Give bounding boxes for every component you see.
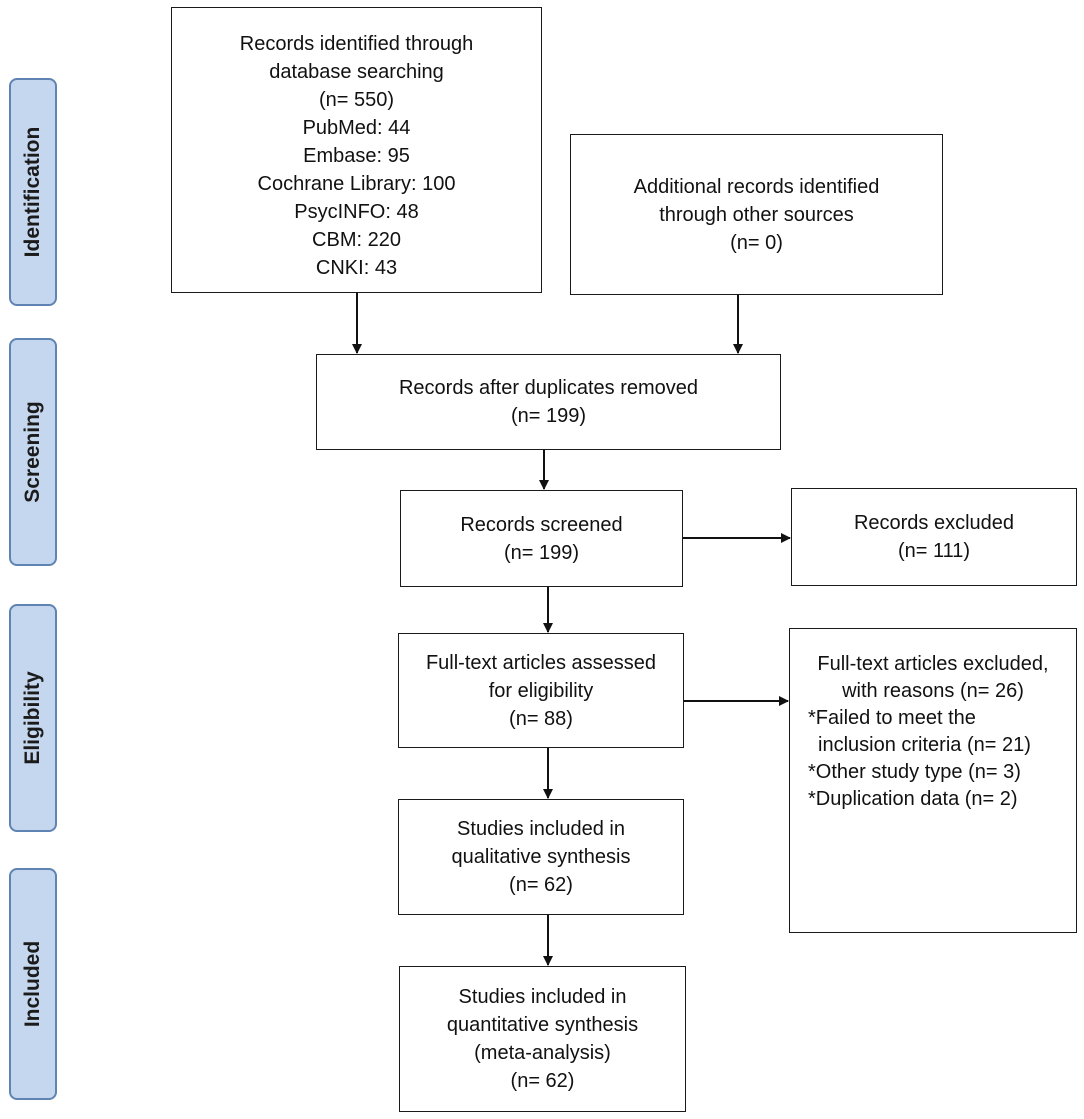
database-records-line: Records identified through <box>239 33 474 55</box>
quantitative-synthesis-line: quantitative synthesis <box>446 1014 639 1036</box>
exclusion-reason: *Failed to meet the <box>808 707 976 729</box>
database-records-count: (n= 550) <box>318 89 395 111</box>
records-screened-count: (n= 199) <box>503 541 580 564</box>
phase-screening: Screening <box>9 338 57 566</box>
fulltext-assessed-box: Full-text articles assessed for eligibil… <box>398 633 684 748</box>
additional-records-line: through other sources <box>659 203 854 226</box>
additional-records-line: Additional records identified <box>633 175 880 198</box>
source-cochrane: Cochrane Library: 100 <box>257 173 456 195</box>
database-records-line: database searching <box>269 61 444 83</box>
exclusion-reason: *Other study type (n= 3) <box>808 761 1021 783</box>
exclusion-reason: *Duplication data (n= 2) <box>808 788 1018 810</box>
fulltext-excluded-heading: with reasons (n= 26) <box>842 680 1024 702</box>
phase-included: Included <box>9 868 57 1100</box>
fulltext-assessed-line: for eligibility <box>488 679 594 702</box>
fulltext-assessed-count: (n= 88) <box>509 707 573 730</box>
quantitative-synthesis-box: Studies included in quantitative synthes… <box>399 966 686 1112</box>
additional-records-count: (n= 0) <box>730 231 783 254</box>
phase-eligibility: Eligibility <box>9 604 57 832</box>
quantitative-synthesis-line: (meta-analysis) <box>474 1042 611 1064</box>
quantitative-synthesis-count: (n= 62) <box>510 1070 575 1092</box>
phase-identification: Identification <box>9 78 57 306</box>
records-excluded-line: Records excluded <box>853 512 1015 534</box>
fulltext-excluded-heading: Full-text articles excluded, <box>817 653 1049 675</box>
records-excluded-count: (n= 111) <box>897 540 971 562</box>
additional-records-box: Additional records identified through ot… <box>570 134 943 295</box>
records-screened-box: Records screened (n= 199) <box>400 490 683 587</box>
qualitative-synthesis-line: Studies included in <box>457 818 625 840</box>
after-duplicates-line: Records after duplicates removed <box>398 377 699 399</box>
source-pubmed: PubMed: 44 <box>302 117 411 139</box>
fulltext-assessed-line: Full-text articles assessed <box>425 651 657 674</box>
records-excluded-box: Records excluded (n= 111) <box>791 488 1077 586</box>
source-cbm: CBM: 220 <box>312 229 401 251</box>
database-records-box: Records identified through database sear… <box>171 7 542 293</box>
qualitative-synthesis-box: Studies included in qualitative synthesi… <box>398 799 684 915</box>
fulltext-excluded-box: Full-text articles excluded, with reason… <box>789 628 1077 933</box>
exclusion-reason: inclusion criteria (n= 21) <box>818 734 1031 756</box>
qualitative-synthesis-count: (n= 62) <box>509 874 573 896</box>
source-cnki: CNKI: 43 <box>315 257 398 279</box>
after-duplicates-count: (n= 199) <box>510 405 587 427</box>
source-embase: Embase: 95 <box>303 145 410 167</box>
after-duplicates-box: Records after duplicates removed (n= 199… <box>316 354 781 450</box>
quantitative-synthesis-line: Studies included in <box>458 986 627 1008</box>
source-psycinfo: PsycINFO: 48 <box>294 201 419 223</box>
qualitative-synthesis-line: qualitative synthesis <box>451 846 631 868</box>
records-screened-line: Records screened <box>460 513 623 536</box>
